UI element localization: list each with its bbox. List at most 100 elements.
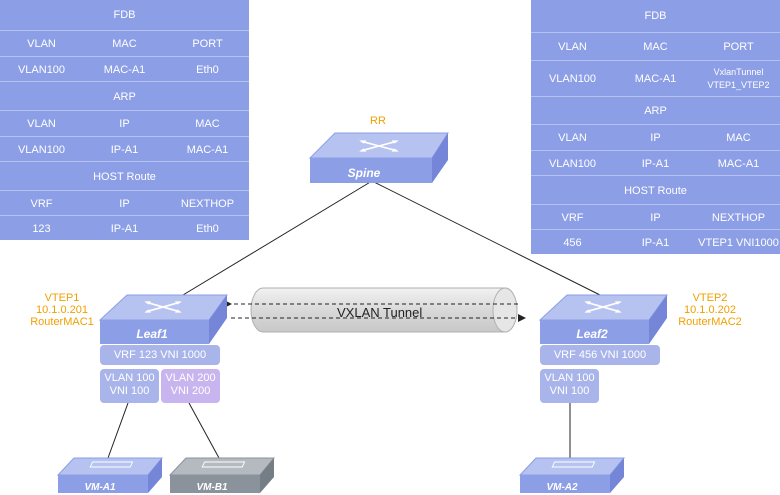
arp-header-row: VLAN IP MAC xyxy=(531,124,780,151)
header-vlan: VLAN xyxy=(558,41,587,53)
arp-header-row: VLAN IP MAC xyxy=(0,110,249,137)
header-mac: MAC xyxy=(726,132,751,144)
vm-a1-label: VM-A1 xyxy=(84,482,116,493)
right-route-table: FDB VLAN MAC PORT VLAN100 MAC-A1 VxlanTu… xyxy=(531,0,780,254)
cell-vlan: VLAN100 xyxy=(548,73,597,85)
cell-nexthop: VTEP1 VNI1000 xyxy=(698,236,779,249)
cell-vlan: VLAN100 xyxy=(17,63,66,76)
cell-port: Eth0 xyxy=(196,63,219,76)
leaf1-name: Leaf1 xyxy=(136,327,168,341)
arp-title: ARP xyxy=(113,90,136,103)
tunnel-label: VXLAN Tunnel xyxy=(337,305,423,320)
header-ip: IP xyxy=(119,197,130,210)
spine-name: Spine xyxy=(348,166,381,180)
cell-vrf: 456 xyxy=(563,236,582,249)
header-ip: IP xyxy=(650,132,661,144)
header-port: PORT xyxy=(723,41,754,53)
cell-ip: IP-A1 xyxy=(110,222,139,235)
vlan-label: VLAN 200 xyxy=(165,372,216,384)
cell-ip: IP-A1 xyxy=(641,236,670,249)
leaf1-info: VTEP1 10.1.0.201 RouterMAC1 xyxy=(28,292,96,328)
link-leaf1-vmb1 xyxy=(188,402,220,459)
route-header-row: VRF IP NEXTHOP xyxy=(0,190,249,216)
cell-vrf: 123 xyxy=(32,222,51,235)
header-vlan: VLAN xyxy=(558,132,587,144)
leaf2-info: VTEP2 10.1.0.202 RouterMAC2 xyxy=(676,292,744,328)
arp-title: ARP xyxy=(644,105,667,117)
leaf1-routermac: RouterMAC1 xyxy=(30,316,94,328)
cell-port: VxlanTunnel VTEP1_VTEP2 xyxy=(697,66,780,92)
left-route-table: FDB VLAN MAC PORT VLAN100 MAC-A1 Eth0 AR… xyxy=(0,0,249,240)
vm-b1-label: VM-B1 xyxy=(196,482,228,493)
leaf2-vtep: VTEP2 xyxy=(692,292,728,304)
link-spine-leaf2 xyxy=(371,180,607,299)
header-vlan: VLAN xyxy=(27,118,56,130)
header-ip: IP xyxy=(119,118,130,130)
arp-data-row: VLAN100 IP-A1 MAC-A1 xyxy=(0,136,249,162)
vm-b1-icon xyxy=(168,457,276,493)
cell-port-tunnel: VxlanTunnel xyxy=(713,67,764,77)
vni-label: VNI 200 xyxy=(170,385,211,397)
spine-switch-icon xyxy=(308,132,449,183)
link-spine-leaf1 xyxy=(177,180,373,299)
fdb-title-row: FDB xyxy=(531,0,780,32)
header-mac: MAC xyxy=(195,118,220,130)
route-data-row: 123 IP-A1 Eth0 xyxy=(0,215,249,241)
leaf1-ip: 10.1.0.201 xyxy=(36,304,88,316)
cell-mac: MAC-A1 xyxy=(186,143,229,156)
leaf1-vrf-box: VRF 123 VNI 1000 xyxy=(100,345,220,365)
cell-vlan: VLAN100 xyxy=(17,143,66,156)
leaf2-routermac: RouterMAC2 xyxy=(678,316,742,328)
leaf2-vlan100-box: VLAN 100 VNI 100 xyxy=(540,369,599,403)
fdb-header-row: VLAN MAC PORT xyxy=(0,30,249,57)
leaf2-vrf-box: VRF 456 VNI 1000 xyxy=(540,345,660,365)
header-vlan: VLAN xyxy=(27,38,56,50)
vni-label: VNI 100 xyxy=(109,385,150,397)
cell-ip: IP-A1 xyxy=(641,157,670,170)
leaf2-switch-icon xyxy=(538,294,668,344)
leaf2-ip: 10.1.0.202 xyxy=(684,304,736,316)
leaf2-name: Leaf2 xyxy=(576,327,608,341)
fdb-title-row: FDB xyxy=(0,0,249,30)
route-title-row: HOST Route xyxy=(0,161,249,191)
leaf1-vlan100-box: VLAN 100 VNI 100 xyxy=(100,369,159,403)
spine-role-label: RR xyxy=(370,115,386,127)
route-title: HOST Route xyxy=(624,184,687,197)
vm-a2-icon xyxy=(518,457,626,493)
fdb-header-row: VLAN MAC PORT xyxy=(531,32,780,61)
cell-mac: MAC-A1 xyxy=(103,63,146,76)
leaf1-vlan200-box: VLAN 200 VNI 200 xyxy=(161,369,220,403)
fdb-data-row: VLAN100 MAC-A1 Eth0 xyxy=(0,56,249,82)
vm-a1-icon xyxy=(56,457,164,493)
header-port: PORT xyxy=(192,38,223,50)
cell-vlan: VLAN100 xyxy=(548,157,597,170)
header-vrf: VRF xyxy=(30,197,53,210)
link-leaf1-vma1 xyxy=(107,402,129,459)
header-vrf: VRF xyxy=(561,211,584,224)
fdb-data-row: VLAN100 MAC-A1 VxlanTunnel VTEP1_VTEP2 xyxy=(531,60,780,97)
arp-data-row: VLAN100 IP-A1 MAC-A1 xyxy=(531,150,780,176)
cell-mac: MAC-A1 xyxy=(634,73,677,85)
header-nexthop: NEXTHOP xyxy=(180,197,235,210)
leaf1-switch-icon xyxy=(98,294,228,344)
cell-nexthop: Eth0 xyxy=(196,222,219,235)
arp-title-row: ARP xyxy=(0,81,249,111)
fdb-title: FDB xyxy=(113,9,136,21)
leaf1-vtep: VTEP1 xyxy=(44,292,80,304)
vm-a2-label: VM-A2 xyxy=(546,482,578,493)
vni-label: VNI 100 xyxy=(549,385,590,397)
header-ip: IP xyxy=(650,211,661,224)
cell-mac: MAC-A1 xyxy=(717,157,760,170)
vxlan-tunnel-icon xyxy=(250,287,518,333)
arp-title-row: ARP xyxy=(531,96,780,125)
fdb-title: FDB xyxy=(644,10,667,22)
header-mac: MAC xyxy=(112,38,137,50)
vlan-label: VLAN 100 xyxy=(544,372,595,384)
route-title-row: HOST Route xyxy=(531,175,780,205)
route-data-row: 456 IP-A1 VTEP1 VNI1000 xyxy=(531,229,780,255)
route-header-row: VRF IP NEXTHOP xyxy=(531,204,780,230)
vlan-label: VLAN 100 xyxy=(104,372,155,384)
cell-ip: IP-A1 xyxy=(110,143,139,156)
header-mac: MAC xyxy=(643,41,668,53)
